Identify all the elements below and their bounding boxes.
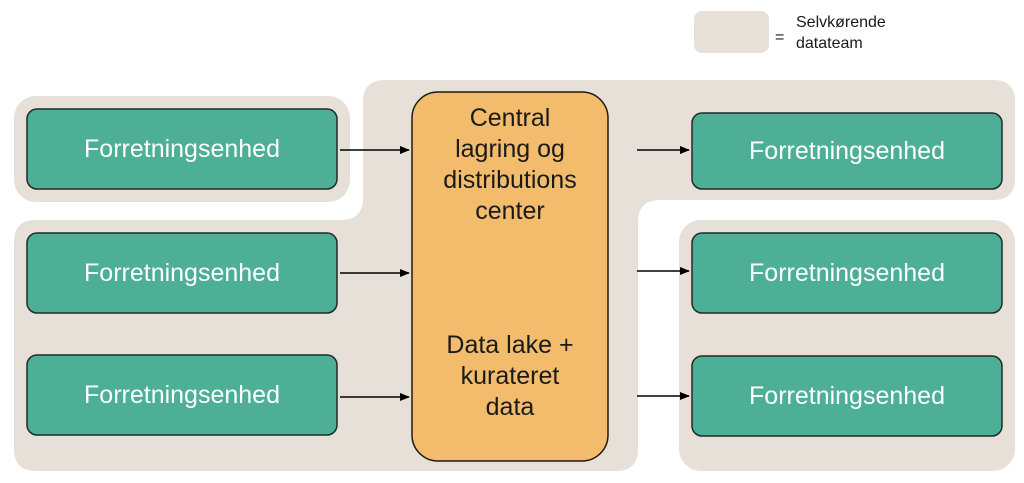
source-units: Forretningsenhed Forretningsenhed Forret… <box>26 108 338 436</box>
business-unit-label: Forretningsenhed <box>749 137 945 165</box>
legend-label-line1: Selvkørende <box>796 14 886 31</box>
data-lake-line1: Data lake + <box>446 331 573 359</box>
central-storage-line2: lagring og <box>455 135 565 163</box>
business-unit-label: Forretningsenhed <box>749 382 945 410</box>
business-unit-box <box>691 232 1003 314</box>
consumer-unit-3: Forretningsenhed <box>691 355 1003 437</box>
business-unit-box <box>26 108 338 190</box>
source-unit-2: Forretningsenhed <box>26 232 338 314</box>
legend-swatch <box>694 11 769 53</box>
business-unit-box <box>691 112 1003 190</box>
flow-arrows <box>340 146 690 401</box>
data-lake-line2: kurateret <box>461 362 560 390</box>
central-storage-line1: Central <box>470 104 551 132</box>
business-unit-label: Forretningsenhed <box>84 381 280 409</box>
consumer-unit-1: Forretningsenhed <box>691 112 1003 190</box>
consumer-unit-2: Forretningsenhed <box>691 232 1003 314</box>
data-lake-line3: data <box>486 393 535 421</box>
business-unit-label: Forretningsenhed <box>749 259 945 287</box>
source-unit-3: Forretningsenhed <box>26 354 338 436</box>
business-unit-label: Forretningsenhed <box>84 259 280 287</box>
business-unit-box <box>691 355 1003 437</box>
central-storage-line3: distributions <box>443 166 576 194</box>
central-storage-box <box>411 91 609 462</box>
business-unit-box <box>26 354 338 436</box>
legend-label-line2: datateam <box>796 35 863 52</box>
central-storage: Central lagring og distributions center … <box>411 91 609 462</box>
legend-equals: = <box>775 29 784 46</box>
legend: = Selvkørende datateam <box>694 11 886 53</box>
source-unit-1: Forretningsenhed <box>26 108 338 190</box>
business-unit-label: Forretningsenhed <box>84 135 280 163</box>
central-storage-line4: center <box>475 197 544 225</box>
consumer-units: Forretningsenhed Forretningsenhed Forret… <box>691 112 1003 437</box>
business-unit-box <box>26 232 338 314</box>
